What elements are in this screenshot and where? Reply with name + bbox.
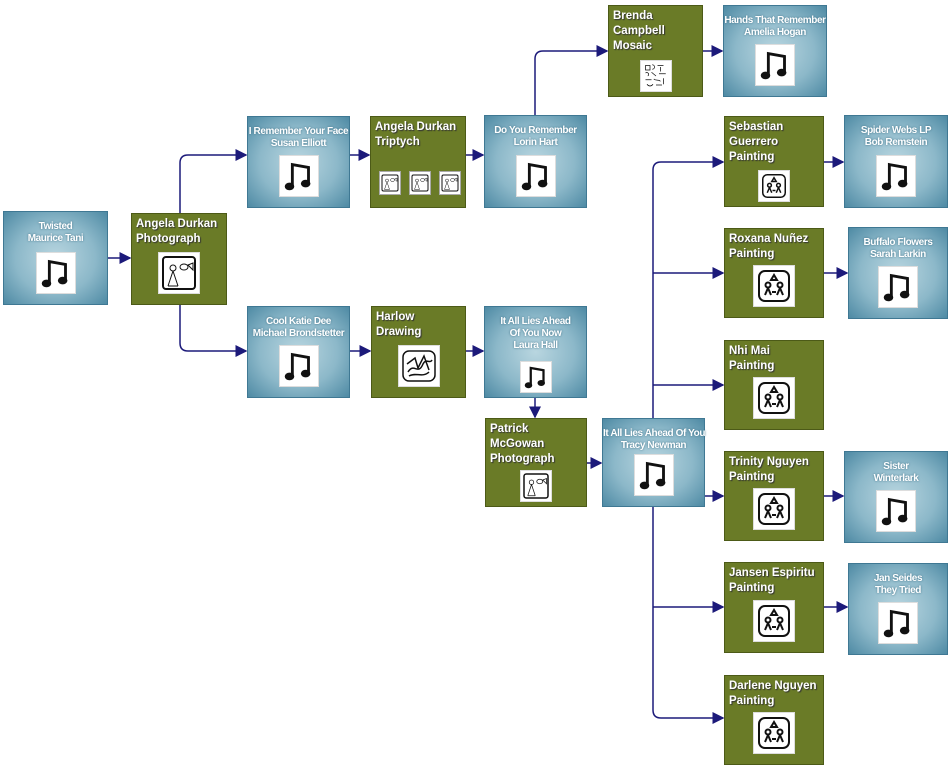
node-title-line: Patrick (490, 423, 529, 435)
node-title-line: Harlow (376, 311, 415, 323)
node-title-line: Sarah Larkin (870, 249, 926, 260)
node-title-line: Do You Remember (494, 125, 577, 136)
music-note-icon (876, 490, 916, 532)
node-title-line: Spider Webs LP (860, 125, 932, 136)
painting-icon (758, 170, 790, 202)
node-title-line: Sebastian (729, 121, 784, 133)
edge (652, 507, 725, 724)
node-title-line: Painting (729, 471, 775, 483)
painting-icon (753, 377, 795, 419)
node-title-line: McGowan (490, 438, 545, 450)
music-note-icon (515, 155, 556, 197)
node-title-line: Painting (729, 695, 775, 707)
node-title-line: Winterlark (873, 473, 919, 484)
node-title-line: Triptych (375, 136, 420, 148)
photograph-icon (158, 252, 200, 294)
drawing-icon (397, 345, 440, 387)
node-title-line: Jan Seides (873, 573, 923, 584)
node-title-line: Angela Durkan (136, 218, 218, 230)
node-title-line: I Remember Your Face (248, 126, 349, 137)
node-title-line: Buffalo Flowers (863, 237, 933, 248)
painting-icon (753, 600, 795, 642)
music-note-icon (878, 602, 918, 644)
music-note-icon (278, 345, 319, 387)
music-note-icon (35, 252, 76, 294)
node-title-line: Mosaic (613, 40, 652, 52)
node-title-line: Bob Remstein (864, 137, 928, 148)
node-title-line: Hands That Remember (724, 15, 826, 26)
node-title-line: Roxana Nuñez (729, 233, 809, 245)
node-title-line: Darlene Nguyen (729, 680, 817, 692)
node-title-line: Drawing (376, 326, 422, 338)
node-title-line: Cool Katie Dee (266, 316, 331, 327)
painting-icon (753, 712, 795, 754)
edge (179, 305, 248, 357)
node-title-line: Lorin Hart (513, 137, 558, 148)
node-title-line: Trinity Nguyen (729, 456, 809, 468)
music-note-icon (755, 44, 795, 86)
node-title-line: It All Lies Ahead Of You (603, 428, 706, 439)
music-note-icon (878, 266, 918, 308)
photograph-icon (409, 171, 431, 195)
edge (652, 156, 725, 418)
painting-icon (753, 265, 795, 307)
music-note-icon (519, 361, 552, 393)
node-title-line: Jansen Espiritu (729, 567, 815, 579)
edge (179, 149, 248, 213)
node-title-line: Painting (729, 360, 775, 372)
node-title-line: Laura Hall (513, 340, 558, 351)
node-title-line: They Tried (874, 585, 921, 596)
photograph-icon (379, 171, 401, 195)
photograph-icon (520, 470, 552, 502)
node-title-line: It All Lies Ahead (500, 316, 571, 327)
node-title-line: Sister (883, 461, 909, 472)
music-note-icon (633, 454, 674, 496)
node-title-line: Amelia Hogan (744, 27, 806, 38)
node-title-line: Michael Brondstetter (252, 328, 345, 339)
node-title-line: Guerrero (729, 136, 779, 148)
node-title-line: Photograph (136, 233, 201, 245)
painting-icon (753, 488, 795, 530)
node-title-line: Angela Durkan (375, 121, 457, 133)
node-title-line: Painting (729, 582, 775, 594)
node-title-line: Painting (729, 248, 775, 260)
music-note-icon (278, 155, 319, 197)
node-title-line: Nhi Mai (729, 345, 770, 357)
node-title-line: Painting (729, 151, 775, 163)
node-title-line: Maurice Tani (27, 233, 84, 244)
node-title-line: Of You Now (509, 328, 562, 339)
photograph-icon (439, 171, 461, 195)
node-title-line: Campbell (613, 25, 665, 37)
music-note-icon (876, 155, 916, 197)
node-title-line: Susan Elliott (270, 138, 327, 149)
node-title-line: Photograph (490, 453, 555, 465)
mosaic-icon (639, 60, 672, 92)
node-title-line: Brenda (613, 10, 653, 22)
node-title-line: Twisted (38, 221, 73, 232)
edge (534, 45, 609, 115)
node-title-line: Tracy Newman (620, 440, 687, 451)
